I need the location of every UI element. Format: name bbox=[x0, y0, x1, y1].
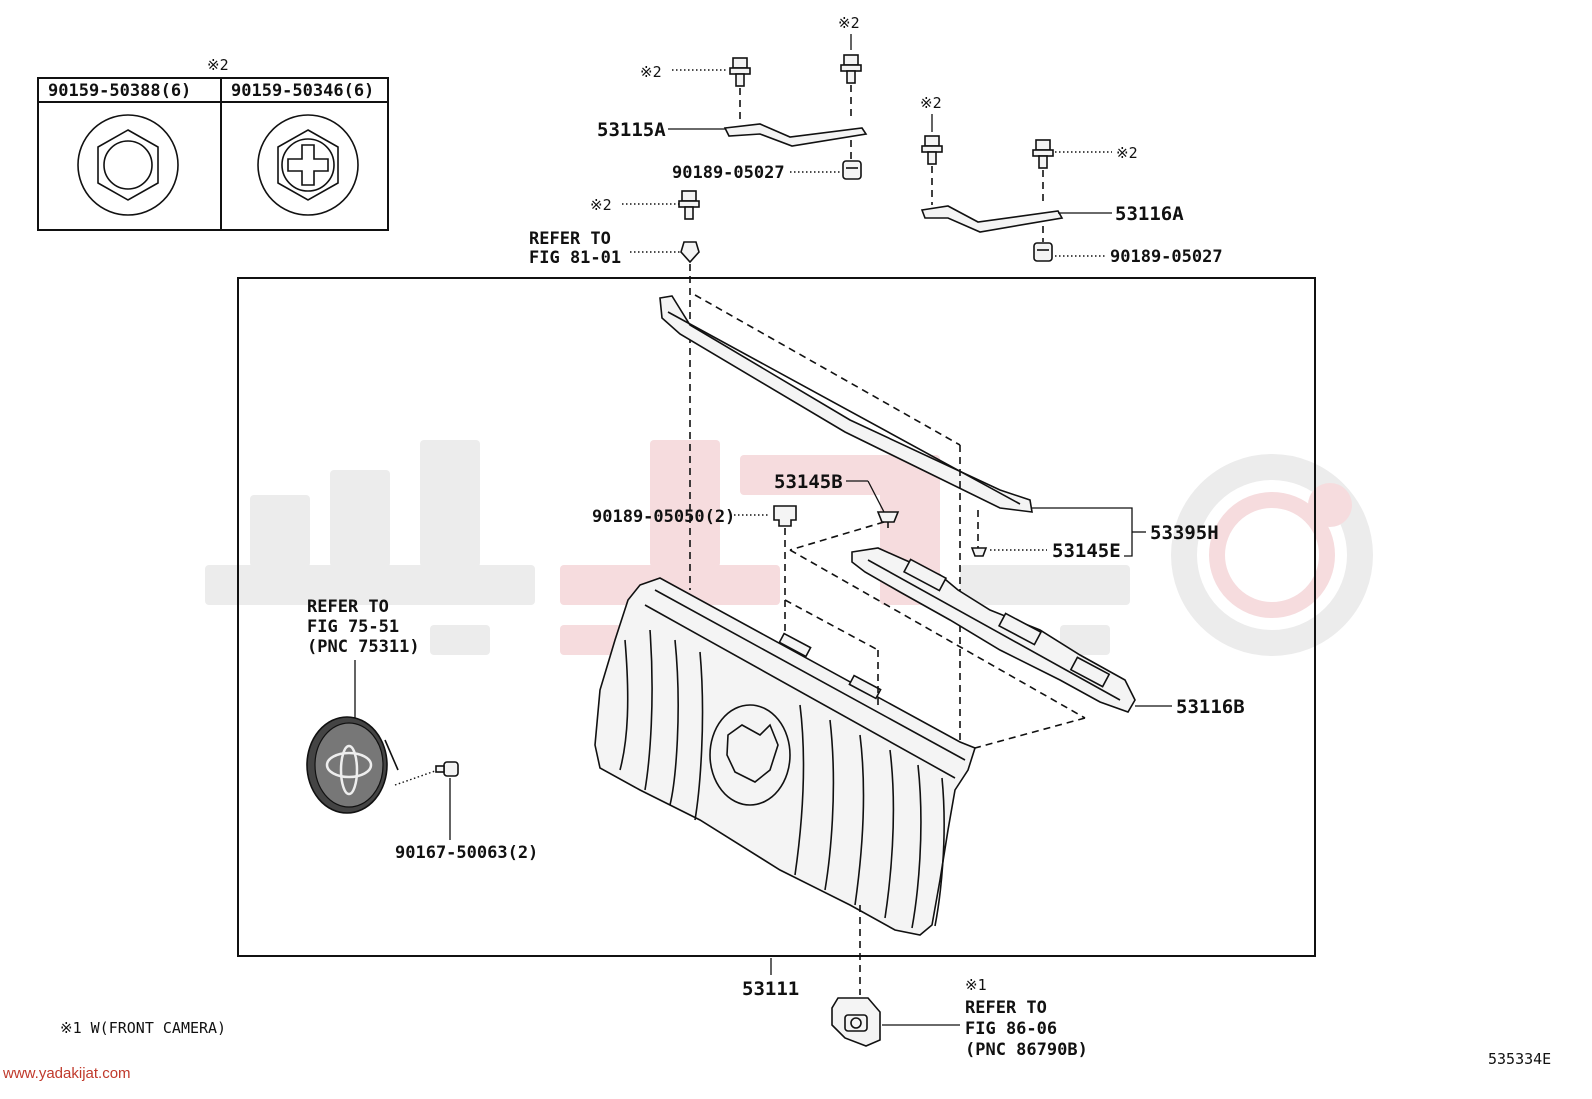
emblem-assembly: REFER TO FIG 75-51 (PNC 75311) 90167-500… bbox=[306, 597, 538, 863]
hex-nut-icon bbox=[77, 114, 179, 216]
label-53116a: 53116A bbox=[1115, 203, 1184, 225]
star2-note-a: ※2 bbox=[640, 63, 662, 81]
screw-icon bbox=[435, 761, 459, 777]
clip-90189-05050-icon bbox=[773, 505, 797, 527]
refer-fig81-assembly: ※2 REFER TO FIG 81-01 bbox=[529, 190, 700, 590]
watermark-url: www.yadakijat.com bbox=[2, 1065, 131, 1082]
label-90167-50063: 90167-50063(2) bbox=[395, 843, 538, 863]
bolt-icon bbox=[729, 57, 751, 87]
bolt-icon bbox=[840, 54, 862, 84]
footer-note: ※1 W(FRONT CAMERA) bbox=[60, 1019, 226, 1037]
bracket-53115a-assembly: ※2 ※2 53115A 90189-05027 bbox=[597, 14, 868, 183]
grille-assembly-frame bbox=[237, 277, 1316, 957]
label-53116b: 53116B bbox=[1176, 696, 1245, 718]
radiator-grille-53111: 53111 bbox=[594, 577, 976, 1000]
star1-note: ※1 bbox=[965, 976, 987, 994]
inset-part-90159-50346: 90159-50346(6) bbox=[231, 81, 374, 101]
camera-icon bbox=[831, 997, 881, 1047]
clip-53145e-icon bbox=[970, 547, 988, 557]
refer-fig81-line2: FIG 81-01 bbox=[529, 248, 621, 268]
refer-fig86-line2: FIG 86-06 bbox=[965, 1019, 1057, 1039]
bolt-icon bbox=[921, 135, 943, 165]
bracket-53115a bbox=[723, 123, 868, 147]
star2-note-e: ※2 bbox=[1116, 144, 1138, 162]
star2-note-d: ※2 bbox=[920, 94, 942, 112]
clips-center: 53145B 90189-05050(2) bbox=[592, 471, 900, 640]
refer-fig86-line1: REFER TO bbox=[965, 998, 1047, 1018]
label-53145e: 53145E bbox=[1052, 540, 1121, 562]
clip-nut-icon bbox=[1033, 242, 1053, 262]
label-90189-05027-a: 90189-05027 bbox=[672, 163, 785, 183]
refer-fig86-line3: (PNC 86790B) bbox=[965, 1040, 1088, 1060]
inset-part-90159-50388: 90159-50388(6) bbox=[48, 81, 191, 101]
drawing-id: 535334E bbox=[1488, 1050, 1551, 1068]
clip-53145b-icon bbox=[876, 511, 900, 528]
label-53111: 53111 bbox=[742, 978, 799, 1000]
clip-icon bbox=[680, 241, 700, 264]
bracket-53116a-assembly: ※2 ※2 53116A 90189-05027 bbox=[920, 94, 1223, 267]
refer-fig81-line1: REFER TO bbox=[529, 229, 611, 249]
fastener-inset-table: ※2 90159-50388(6) 90159-50346(6) bbox=[37, 56, 389, 231]
clip-nut-icon bbox=[842, 160, 862, 180]
refer-fig75-line2: FIG 75-51 bbox=[307, 617, 399, 637]
star2-note-c: ※2 bbox=[590, 196, 612, 214]
upper-molding-53395h: 53145E 53395H bbox=[659, 294, 1219, 740]
label-90189-05027-b: 90189-05027 bbox=[1110, 247, 1223, 267]
toyota-emblem-icon bbox=[306, 716, 399, 814]
bolt-icon bbox=[1032, 139, 1054, 169]
emblem-opening bbox=[709, 704, 791, 806]
lower-retainer-53116b: 53116B bbox=[789, 547, 1245, 749]
label-53115a: 53115A bbox=[597, 119, 666, 141]
refer-fig75-line1: REFER TO bbox=[307, 597, 389, 617]
label-53145b: 53145B bbox=[774, 471, 843, 493]
front-camera-assembly: ※1 REFER TO FIG 86-06 (PNC 86790B) bbox=[831, 976, 1088, 1060]
inset-note-star2: ※2 bbox=[207, 56, 229, 74]
star2-note-b: ※2 bbox=[838, 14, 860, 32]
label-53395h: 53395H bbox=[1150, 522, 1219, 544]
bolt-icon bbox=[678, 190, 700, 220]
refer-fig75-line3: (PNC 75311) bbox=[307, 637, 420, 657]
bracket-53116a bbox=[920, 205, 1064, 233]
label-90189-05050: 90189-05050(2) bbox=[592, 507, 735, 527]
cross-head-nut-icon bbox=[257, 114, 359, 216]
watermark-logo bbox=[205, 440, 1373, 656]
